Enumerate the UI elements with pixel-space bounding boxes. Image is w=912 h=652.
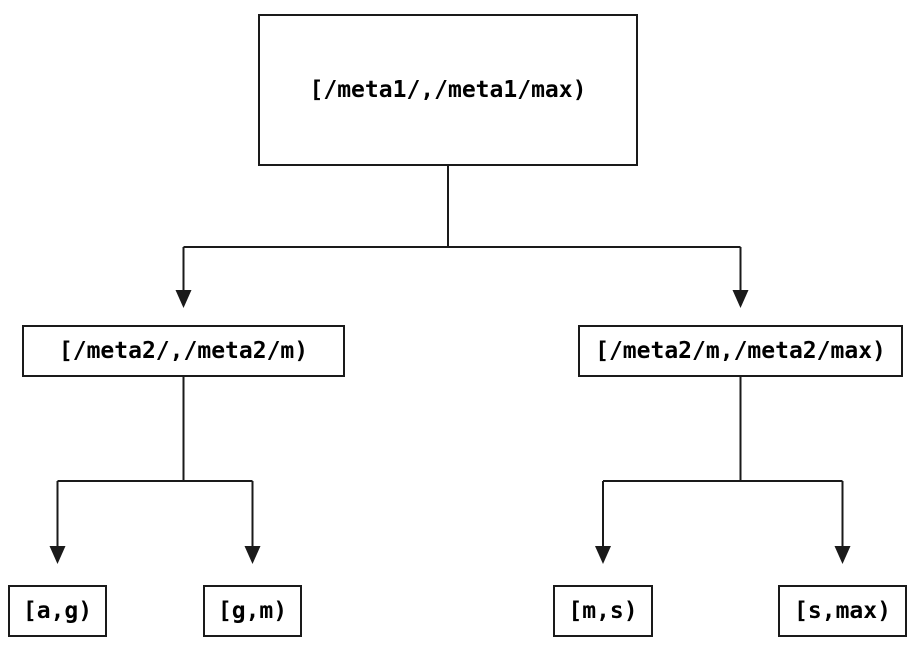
tree-node-right-left: [m,s) (553, 585, 653, 637)
arrowhead-left-right-icon (244, 546, 261, 564)
tree-node-right: [/meta2/m,/meta2/max) (578, 325, 903, 377)
tree-node-right-left-label: [m,s) (568, 598, 638, 624)
tree-node-left-label: [/meta2/,/meta2/m) (58, 338, 309, 364)
tree-node-right-right: [s,max) (778, 585, 907, 637)
tree-node-left-left-label: [a,g) (22, 598, 93, 624)
tree-node-left: [/meta2/,/meta2/m) (22, 325, 345, 377)
tree-node-left-right: [g,m) (203, 585, 302, 637)
tree-node-right-right-label: [s,max) (794, 598, 891, 624)
tree-node-left-left: [a,g) (8, 585, 107, 637)
tree-node-left-right-label: [g,m) (217, 598, 288, 624)
arrowhead-right-icon (732, 290, 749, 308)
arrowhead-right-right-icon (834, 546, 851, 564)
tree-node-root: [/meta1/,/meta1/max) (258, 14, 638, 166)
arrowhead-left-left-icon (49, 546, 66, 564)
arrowhead-right-left-icon (595, 546, 611, 564)
tree-node-root-label: [/meta1/,/meta1/max) (309, 77, 587, 103)
arrowhead-left-icon (175, 290, 192, 308)
tree-node-right-label: [/meta2/m,/meta2/max) (595, 338, 886, 364)
